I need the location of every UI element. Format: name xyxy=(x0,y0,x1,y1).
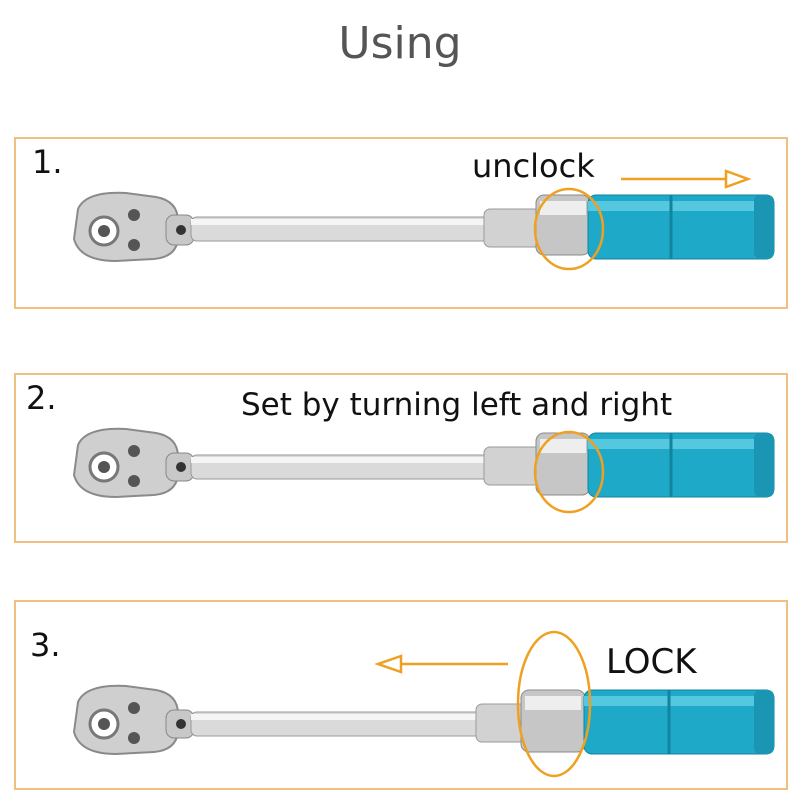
wrench-image xyxy=(72,684,775,756)
step-1-label: unclock xyxy=(472,147,595,185)
highlight-circle xyxy=(533,430,605,514)
step-3-label: LOCK xyxy=(606,642,697,682)
torque-wrench-illustration-1 xyxy=(72,169,775,271)
wrench-image xyxy=(72,191,775,263)
step-2-number: 2. xyxy=(26,379,57,417)
step-2-panel: 2. Set by turning left and right xyxy=(14,373,788,543)
highlight-circle xyxy=(533,187,605,271)
page-title: Using xyxy=(338,18,462,69)
torque-wrench-illustration-3 xyxy=(72,630,775,778)
step-3-panel: 3. LOCK xyxy=(14,600,788,790)
step-3-number: 3. xyxy=(30,626,61,664)
step-1-panel: 1. unclock xyxy=(14,137,788,309)
arrow-right-icon xyxy=(621,169,752,189)
step-2-label: Set by turning left and right xyxy=(241,387,673,423)
torque-wrench-illustration-2 xyxy=(72,427,775,514)
arrow-left-icon xyxy=(374,654,508,674)
wrench-image xyxy=(72,427,775,499)
step-1-number: 1. xyxy=(32,143,63,181)
highlight-circle xyxy=(516,630,592,778)
